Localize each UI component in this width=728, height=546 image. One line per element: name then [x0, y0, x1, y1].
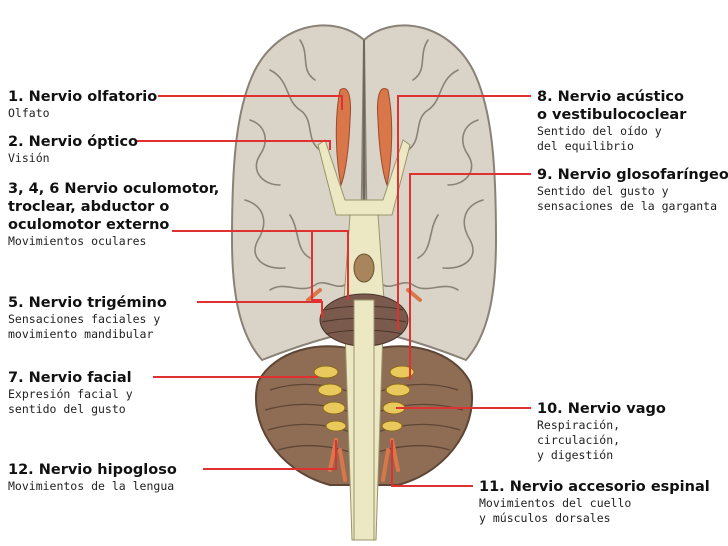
label-desc: sensaciones de la garganta [537, 199, 718, 213]
label-desc: Movimientos del cuello [479, 496, 632, 510]
label-desc: movimiento mandibular [8, 327, 154, 341]
nerve-roots [313, 365, 415, 432]
label-nervio-hipogloso: 12. Nervio hipogloso Movimientos de la l… [8, 461, 177, 494]
label-title: troclear, abductor o [8, 199, 170, 215]
label-nervio-vago: 10. Nervio vago Respiración, circulación… [537, 400, 666, 463]
label-nervio-oculomotor: 3, 4, 6 Nervio oculomotor, troclear, abd… [8, 180, 219, 249]
label-title: 8. Nervio acústico [537, 89, 684, 105]
label-desc: Movimientos de la lengua [8, 479, 175, 493]
label-desc: Movimientos oculares [8, 234, 147, 248]
label-desc: del equilibrio [537, 139, 634, 153]
label-desc: sentido del gusto [8, 402, 126, 416]
label-desc: Sentido del gusto y [537, 184, 669, 198]
label-title: 3, 4, 6 Nervio oculomotor, [8, 181, 220, 197]
label-title: 1. Nervio olfatorio [8, 89, 158, 105]
label-nervio-olfatorio: 1. Nervio olfatorio Olfato [8, 88, 157, 121]
olfactory-bulb-right [377, 88, 393, 187]
label-nervio-trigemino: 5. Nervio trigémino Sensaciones faciales… [8, 294, 167, 342]
label-nervio-glosofaringeo: 9. Nervio glosofaríngeo Sentido del gust… [537, 166, 728, 214]
label-title: o vestibulococlear [537, 107, 687, 123]
gyri [244, 39, 484, 291]
label-title: 2. Nervio óptico [8, 134, 138, 150]
leader-lines [135, 95, 531, 487]
optic-chiasm [317, 139, 411, 216]
label-desc: Sensaciones faciales y [8, 312, 161, 326]
label-desc: Expresión facial y [8, 387, 133, 401]
label-desc: Visión [8, 151, 50, 165]
label-title: oculomotor externo [8, 217, 170, 233]
label-title: 10. Nervio vago [537, 401, 666, 417]
cerebellum-left [254, 345, 357, 486]
label-nervio-acustico: 8. Nervio acústico o vestibulococlear Se… [537, 88, 686, 154]
label-desc: y digestión [537, 448, 614, 462]
label-desc: Sentido del oído y [537, 124, 662, 138]
label-desc: y músculos dorsales [479, 511, 611, 525]
left-hemisphere [230, 24, 366, 362]
cerebellum-right [371, 345, 474, 486]
label-title: 9. Nervio glosofaríngeo [537, 167, 728, 183]
label-title: 7. Nervio facial [8, 370, 132, 386]
label-nervio-optico: 2. Nervio óptico Visión [8, 133, 138, 166]
label-nervio-accesorio-espinal: 11. Nervio accesorio espinal Movimientos… [479, 478, 710, 526]
label-desc: circulación, [537, 433, 621, 447]
label-desc: Respiración, [537, 418, 621, 432]
label-title: 12. Nervio hipogloso [8, 462, 177, 478]
pituitary [353, 253, 375, 283]
label-title: 11. Nervio accesorio espinal [479, 479, 710, 495]
label-desc: Olfato [8, 106, 50, 120]
olfactory-bulb-left [335, 88, 351, 187]
label-title: 5. Nervio trigémino [8, 295, 167, 311]
label-nervio-facial: 7. Nervio facial Expresión facial y sent… [8, 369, 133, 417]
